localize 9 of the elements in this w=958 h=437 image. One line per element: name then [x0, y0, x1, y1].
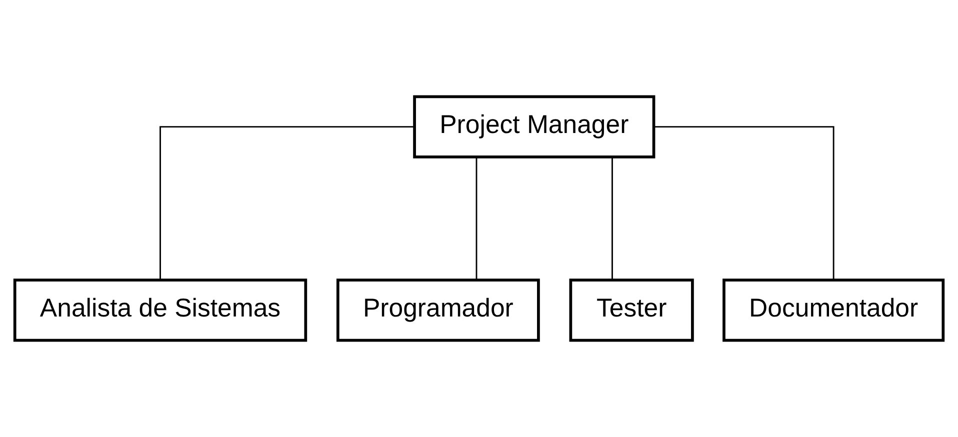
connector [476, 157, 478, 280]
connector [612, 157, 613, 280]
connector [160, 126, 414, 280]
connector [654, 126, 834, 280]
node-box: Analista de Sistemas [13, 278, 308, 342]
node-box: Documentador [722, 278, 945, 342]
node-box: Programador [336, 278, 540, 342]
node-box: Project Manager [413, 95, 656, 158]
node-box: Tester [569, 278, 694, 342]
